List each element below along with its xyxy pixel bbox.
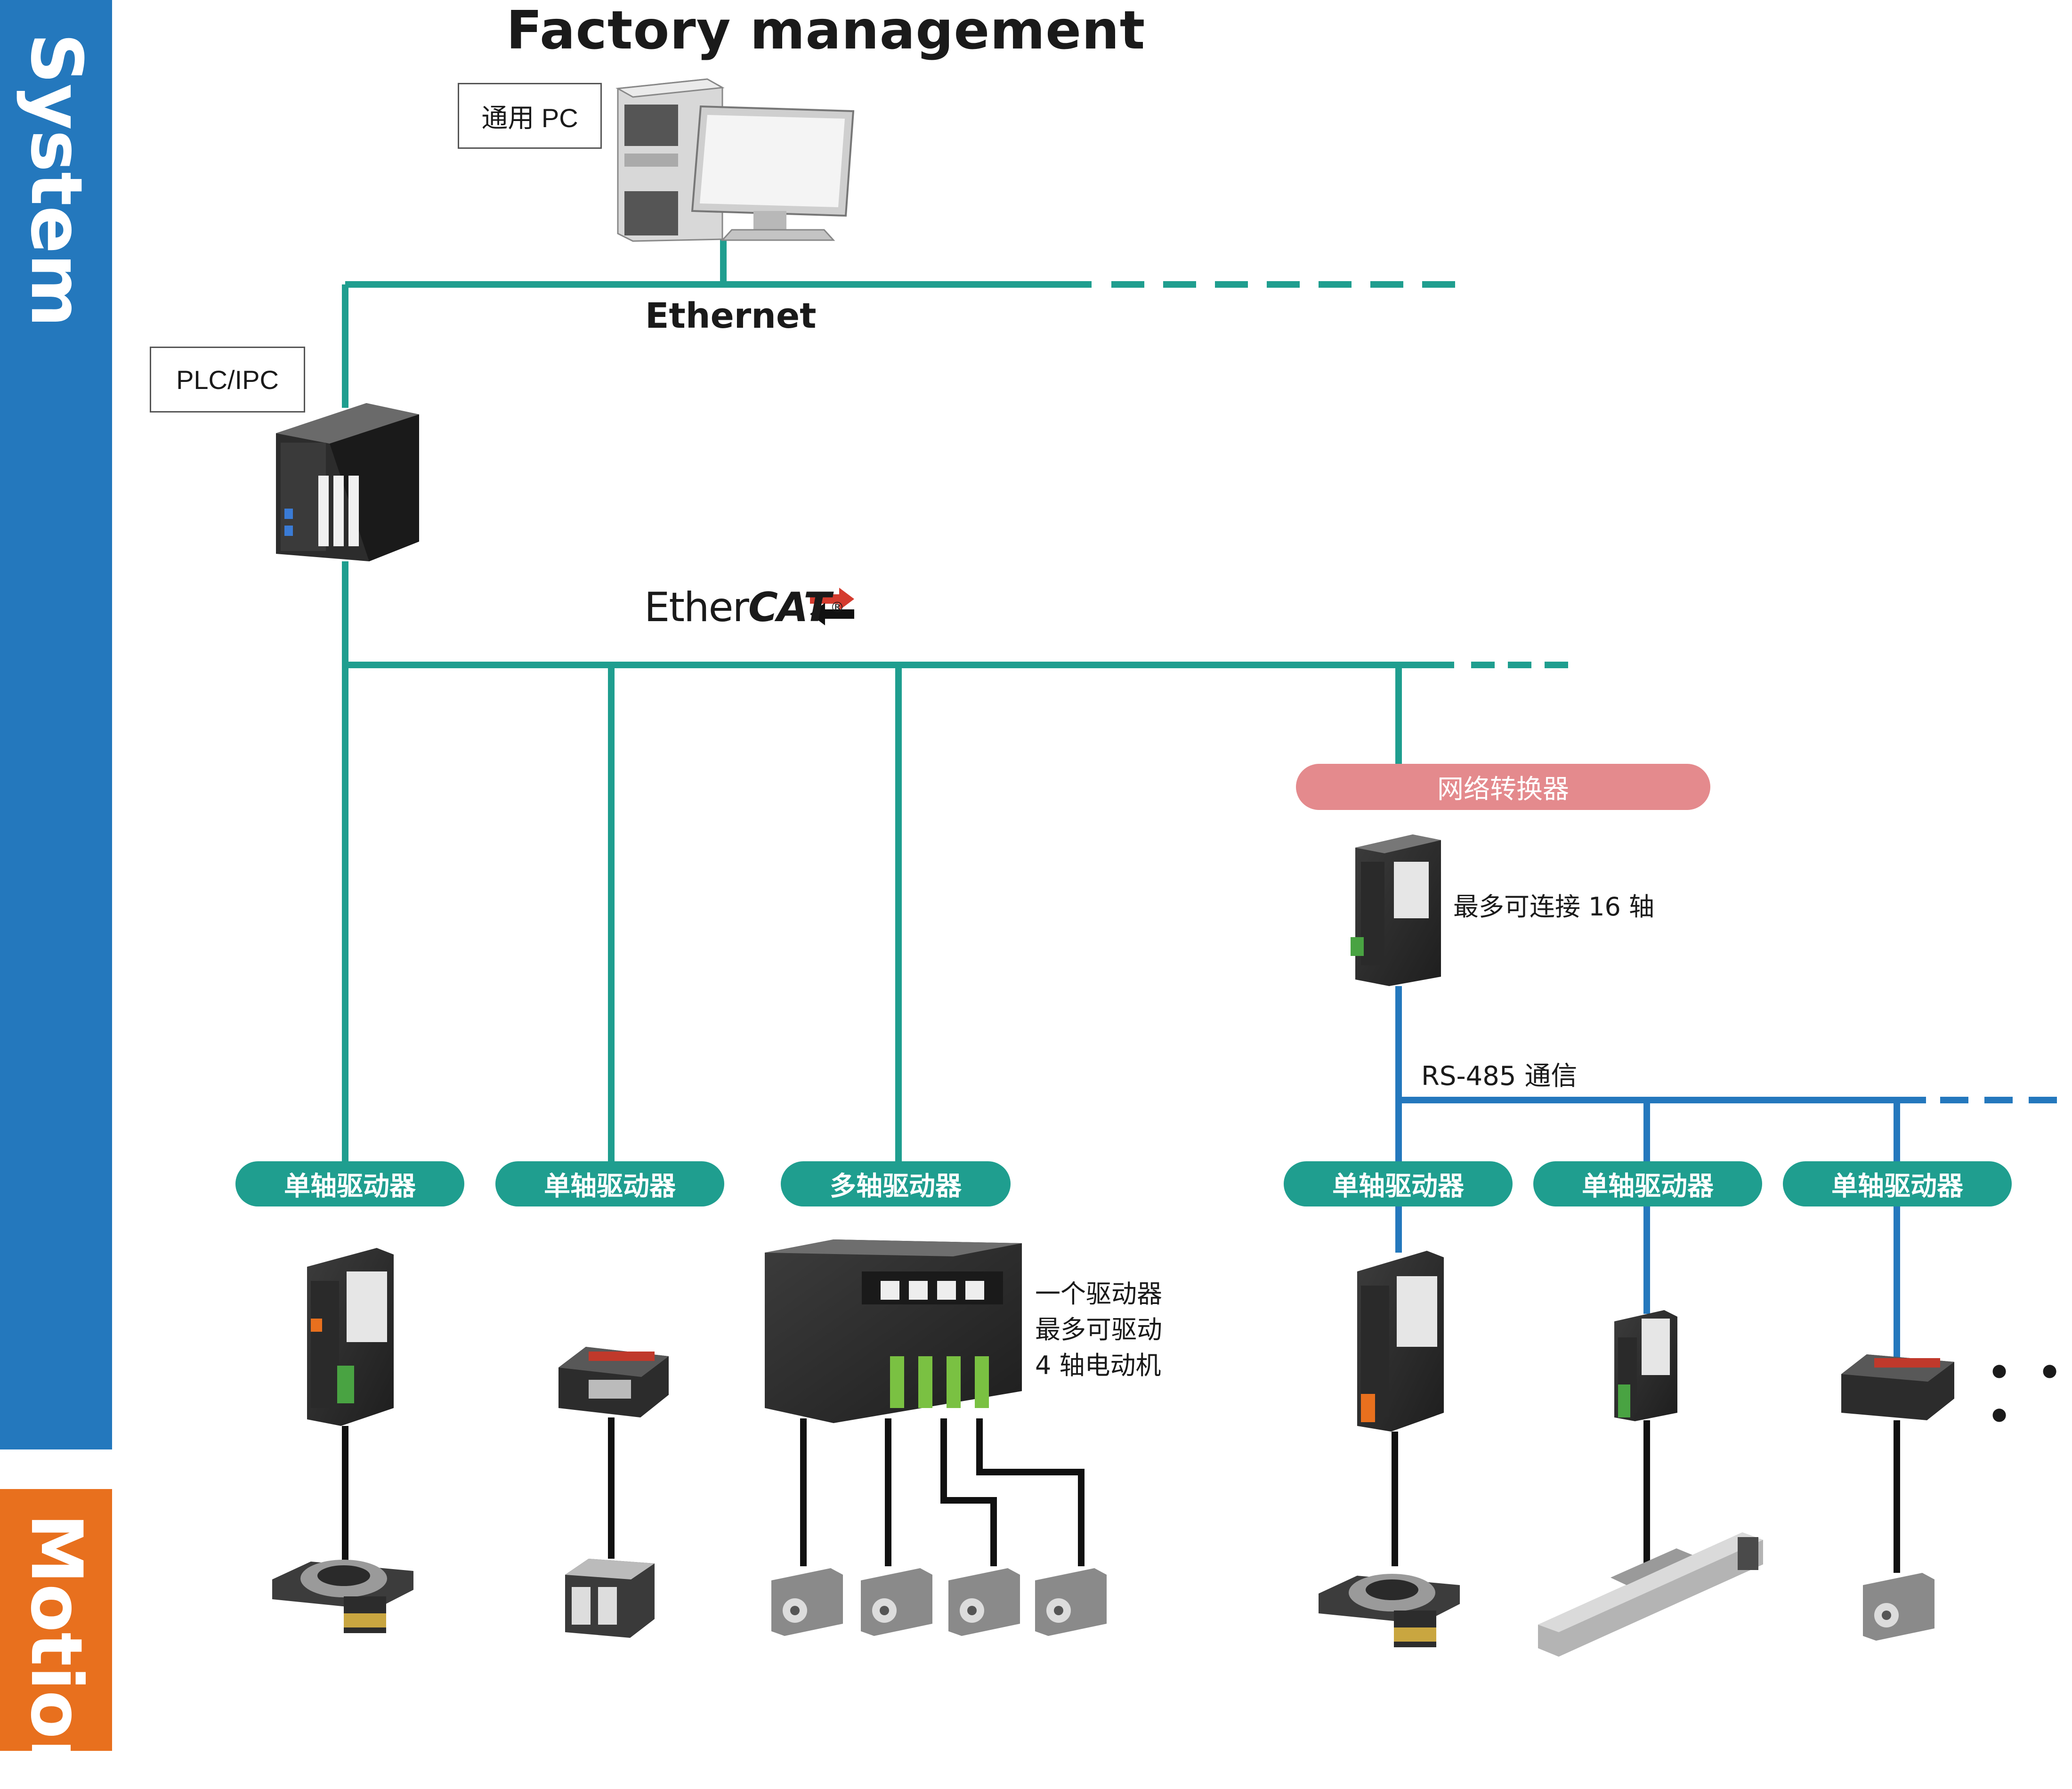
motor-cables [342,1417,1900,1573]
system-label: System [15,33,97,327]
plc-label: PLC/IPC [176,364,279,395]
converter-pill: 网络转换器 [1296,764,1710,810]
single-axis-driver-2-icon [558,1347,669,1417]
driver-pill-6: 单轴驱动器 [1783,1161,2012,1206]
stepper-motor-2-icon [861,1568,932,1636]
motion-label: Motion [15,1514,97,1789]
driver-label-5: 单轴驱动器 [1582,1171,1714,1202]
driver-label-6: 单轴驱动器 [1831,1171,1963,1202]
plc-label-box: PLC/IPC [150,347,305,413]
multi-axis-note-line-1: 一个驱动器 [1035,1279,1162,1309]
single-axis-driver-5-icon [1614,1310,1677,1421]
driver-label-2: 单轴驱动器 [544,1171,676,1202]
ethernet-bus [342,239,1465,408]
plc-ipc-icon [276,403,419,561]
multi-axis-driver-icon [765,1239,1022,1423]
driver-pill-1: 单轴驱动器 [235,1161,464,1206]
pc-tower-icon [615,78,725,242]
more-drivers-ellipsis: • • • [1987,1351,2069,1438]
rotary-table-2-icon [1319,1574,1460,1647]
ethercat-logo-icon [810,588,854,625]
driver-label-3: 多轴驱动器 [830,1171,962,1202]
stepper-motor-5-icon [1863,1573,1934,1641]
pc-label-box: 通用 PC [458,83,602,149]
driver-pill-3: 多轴驱动器 [781,1161,1011,1206]
multi-axis-note: 一个驱动器 最多可驱动 4 轴电动机 [1035,1276,1162,1384]
linear-actuator-icon [1538,1532,1763,1657]
driver-pill-2: 单轴驱动器 [495,1161,724,1206]
page-title: Factory management [506,0,1146,61]
stepper-motor-1-icon [771,1568,843,1636]
rs485-bus [1395,986,2072,1366]
rs485-label: RS-485 通信 [1421,1061,1578,1092]
ethercat-label-plain: Ether [644,584,749,631]
single-axis-driver-1-icon [307,1248,394,1426]
multi-axis-note-line-2: 最多可驱动 [1035,1315,1162,1344]
system-bar: System [0,0,112,1449]
converter-note: 最多可连接 16 轴 [1453,892,1655,922]
ethercat-label-bold: CAT [748,584,831,631]
motion-bar: Motion [0,1489,112,1789]
compact-motor-icon [565,1559,655,1638]
stepper-motor-3-icon [948,1568,1020,1636]
ethernet-label: Ethernet [645,296,817,336]
driver-label-1: 单轴驱动器 [284,1171,416,1202]
stepper-motor-4-icon [1035,1568,1107,1636]
ethercat-label-mark: ® [830,599,844,616]
stepper-motors [771,1568,1934,1641]
monitor-icon [691,105,855,241]
rotary-table-1-icon [272,1560,413,1633]
pc-label: 通用 PC [481,103,578,133]
single-axis-driver-4-icon [1357,1251,1444,1432]
multi-axis-note-line-3: 4 轴电动机 [1035,1351,1161,1380]
converter-label: 网络转换器 [1437,774,1569,805]
ethercat-bus [342,561,1573,1168]
driver-pill-5: 单轴驱动器 [1533,1161,1762,1206]
driver-label-4: 单轴驱动器 [1332,1171,1464,1202]
driver-pill-4: 单轴驱动器 [1284,1161,1513,1206]
network-converter-icon [1351,834,1441,986]
single-axis-driver-6-icon [1841,1354,1954,1420]
